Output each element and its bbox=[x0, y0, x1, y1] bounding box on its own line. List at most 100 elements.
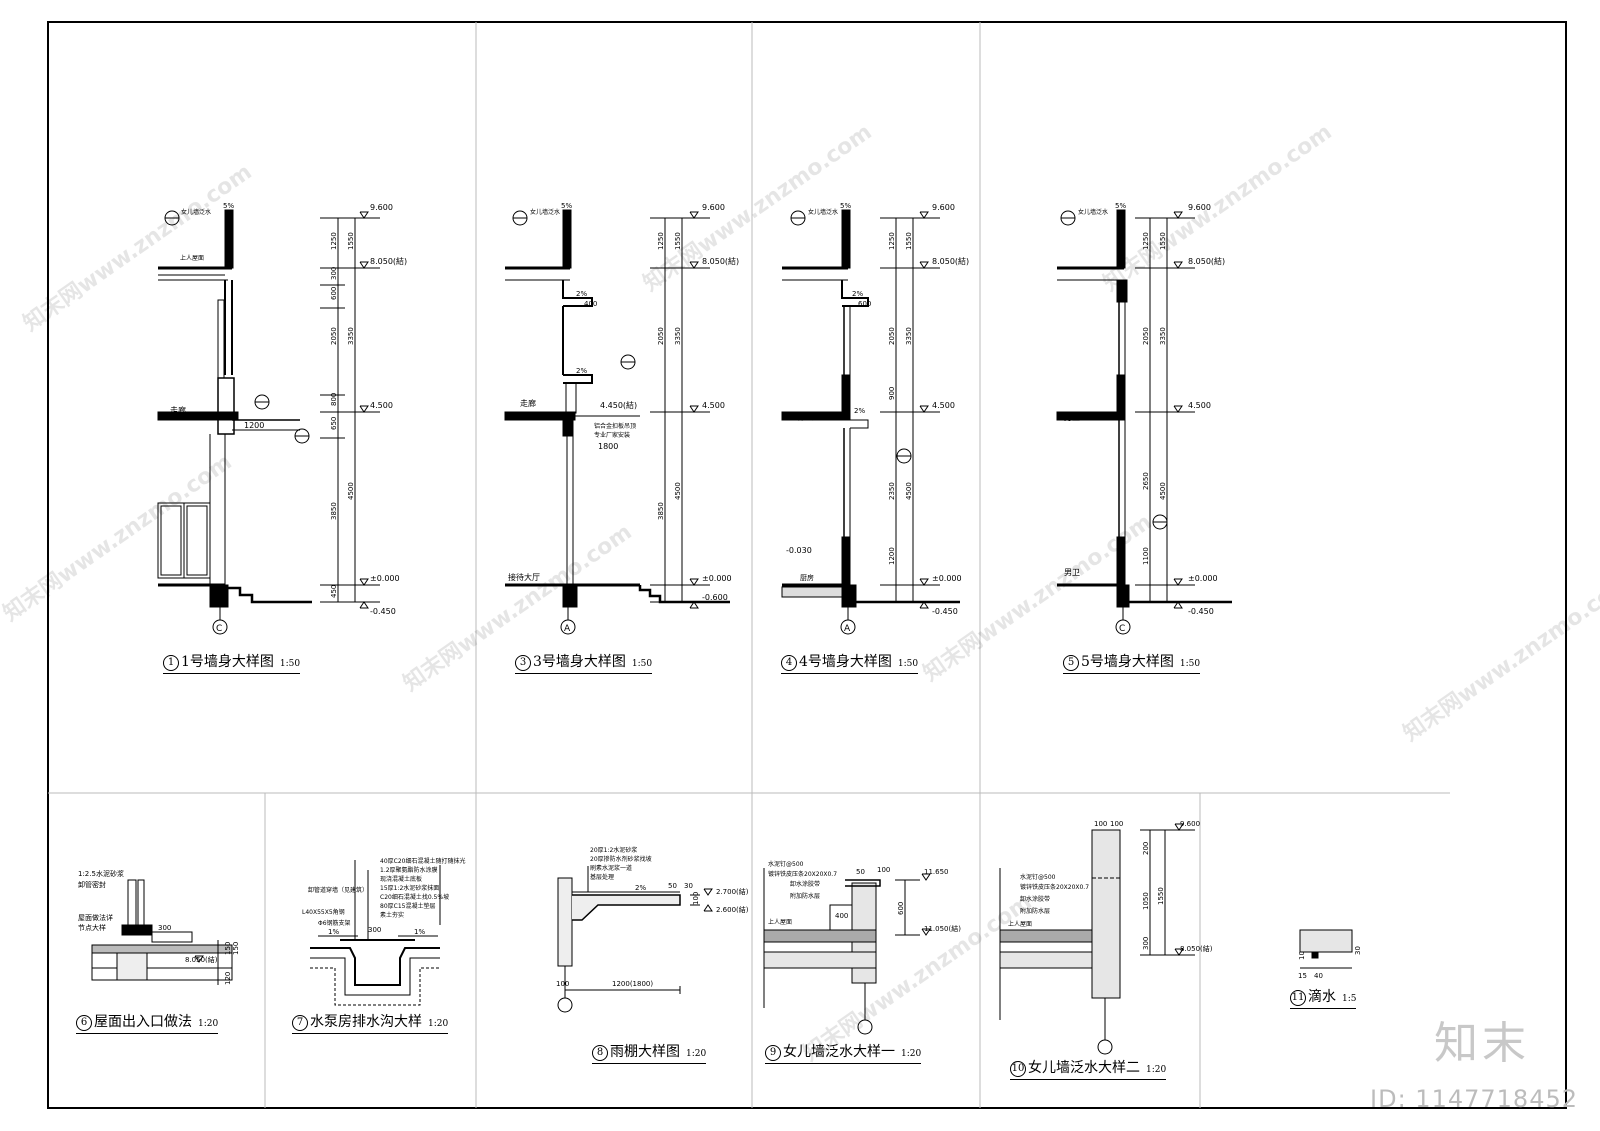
dim-600-4: 600 bbox=[858, 300, 871, 308]
dim-200-10: 200 bbox=[1142, 842, 1150, 855]
level-ground-5: ±0.000 bbox=[1188, 574, 1218, 583]
slope-2-3: 2% bbox=[576, 290, 587, 298]
slope-2-4: 2% bbox=[852, 290, 863, 298]
dim-100-9: 100 bbox=[877, 866, 890, 874]
dim-300-10: 300 bbox=[1142, 937, 1150, 950]
dim-1200-4: 1200 bbox=[888, 547, 896, 565]
level-top-4: 9.600 bbox=[932, 203, 955, 212]
level-ext-1: -0.450 bbox=[370, 607, 396, 616]
sheet-border bbox=[47, 21, 1567, 1109]
parapet-layer-3a: 卸水涂胶带 bbox=[790, 880, 820, 888]
gutter-side-3: Φ6钢筋支架 bbox=[318, 919, 351, 927]
level-mid3: 4.450(結) bbox=[600, 400, 637, 410]
dim-3350-1: 3350 bbox=[347, 327, 355, 345]
dim-2050-1: 2050 bbox=[330, 327, 338, 345]
slope-5: 5% bbox=[1115, 202, 1126, 210]
canopy-layer-4: 基层处理 bbox=[590, 873, 614, 881]
room-wc-5b: 男卫 bbox=[1064, 568, 1080, 577]
dim-900-4: 900 bbox=[888, 387, 896, 400]
dim-1050-10: 1050 bbox=[1142, 892, 1150, 910]
canopy-note-3b: 专业厂家安装 bbox=[594, 431, 630, 439]
gutter-note-5: C20细石混凝土找0.5%坡 bbox=[380, 893, 449, 901]
detail-6-roof-entry bbox=[91, 879, 233, 985]
brand-logo: 知末 bbox=[1434, 1018, 1530, 1069]
roof-access-10: 上人屋面 bbox=[1008, 920, 1032, 928]
level-ext-5: -0.450 bbox=[1188, 607, 1214, 616]
detail-7-pump-gutter bbox=[310, 860, 441, 1006]
canopy-layer-1: 20厚1:2水泥砂浆 bbox=[590, 846, 637, 854]
level-kitchen-4: -0.030 bbox=[786, 546, 812, 555]
dim-2650-5: 2650 bbox=[1142, 472, 1150, 490]
dim-1800-3: 1800 bbox=[598, 442, 618, 451]
entry-note-4: 节点大样 bbox=[78, 923, 106, 932]
dim-600-1: 600 bbox=[330, 287, 338, 300]
dim-1200b-8: 1200(1800) bbox=[612, 980, 653, 988]
room-kitchen-4: 厨房 bbox=[800, 573, 814, 582]
level-ground-1: ±0.000 bbox=[370, 574, 400, 583]
dim-100-10b: 100 bbox=[1110, 820, 1123, 828]
dim-400-3: 400 bbox=[584, 300, 597, 308]
gutter-side-1: 卸管道穿墙（见建筑） bbox=[308, 886, 368, 894]
gutter-note-4: 15厚1:2水泥砂浆抹面 bbox=[380, 884, 439, 892]
detail-8-canopy bbox=[557, 866, 713, 1013]
roof-access-1: 上人屋面 bbox=[180, 254, 204, 262]
axis-a-4: A bbox=[844, 624, 851, 634]
parapet-layer-2a: 镀锌铁皮压条20X20X0.7 bbox=[768, 870, 837, 878]
dim-800-1: 800 bbox=[330, 393, 338, 406]
level-2700: 2.700(結) bbox=[716, 887, 749, 896]
detail-1-wall-section bbox=[157, 209, 380, 635]
dim-1100-5: 1100 bbox=[1142, 547, 1150, 565]
slope-2-8: 2% bbox=[635, 884, 646, 892]
dim-30-11: 30 bbox=[1354, 946, 1362, 955]
room-wc-5a: 男卫 bbox=[1064, 413, 1080, 422]
dim-1250-4: 1250 bbox=[888, 232, 896, 250]
gutter-side-2: L40X55X5角钢 bbox=[302, 908, 345, 916]
slope-2-3b: 2% bbox=[576, 367, 587, 375]
level-top-10: 9.600 bbox=[1180, 820, 1200, 828]
parapet-layer-2b: 镀锌铁皮压条20X20X0.7 bbox=[1020, 883, 1089, 891]
axis-c-1: C bbox=[216, 624, 222, 634]
detail-10-parapet-flashing-2 bbox=[999, 823, 1195, 1055]
level-ext-4: -0.450 bbox=[932, 607, 958, 616]
dim-120-6: 120 bbox=[224, 972, 232, 985]
level-11050: 11.050(結) bbox=[924, 924, 961, 933]
parapet-note-1: 女儿墙泛水 bbox=[181, 208, 211, 216]
slope-1: 5% bbox=[223, 202, 234, 210]
level-mid-1: 4.500 bbox=[370, 401, 393, 410]
level-11650: 11.650 bbox=[924, 868, 949, 876]
canopy-note-3a: 铝合金扣板吊顶 bbox=[594, 422, 636, 430]
dim-150-6a: 150 bbox=[232, 942, 240, 955]
dim-1250-1: 1250 bbox=[330, 232, 338, 250]
dim-3850-3: 3850 bbox=[657, 502, 665, 520]
dim-4500-3: 4500 bbox=[674, 482, 682, 500]
level-roof-3: 8.050(結) bbox=[702, 256, 739, 266]
gutter-note-2: 1.2厚聚氨酯防水涂膜 bbox=[380, 866, 438, 874]
dim-100-8b: 100 bbox=[692, 892, 700, 905]
dim-300-6: 300 bbox=[158, 924, 171, 932]
dim-2050-3: 2050 bbox=[657, 327, 665, 345]
axis-c-5: C bbox=[1119, 624, 1125, 634]
dim-1550-1: 1550 bbox=[347, 232, 355, 250]
dim-4500-4: 4500 bbox=[905, 482, 913, 500]
gutter-note-6: 80厚C15混凝土垫层 bbox=[380, 902, 435, 910]
dim-10-11: 10 bbox=[1298, 951, 1306, 960]
dim-400-9: 400 bbox=[835, 912, 848, 920]
slope-4: 5% bbox=[840, 202, 851, 210]
slope-2-4b: 2% bbox=[854, 407, 865, 415]
parapet-layer-1a: 水泥钉@500 bbox=[768, 860, 804, 868]
parapet-layer-4b: 附加防水层 bbox=[1020, 907, 1050, 915]
dim-2050-5: 2050 bbox=[1142, 327, 1150, 345]
level-mid-5: 4.500 bbox=[1188, 401, 1211, 410]
level-ground-3: ±0.000 bbox=[702, 574, 732, 583]
dim-50-8: 50 bbox=[668, 882, 677, 890]
canopy-layer-2: 20厚掺防水剂砂浆找坡 bbox=[590, 855, 652, 863]
gutter-note-3: 现浇混凝土底板 bbox=[380, 875, 422, 883]
parapet-layer-3b: 卸水涂胶带 bbox=[1020, 895, 1050, 903]
dim-4500-5: 4500 bbox=[1159, 482, 1167, 500]
dim-1550-3: 1550 bbox=[674, 232, 682, 250]
